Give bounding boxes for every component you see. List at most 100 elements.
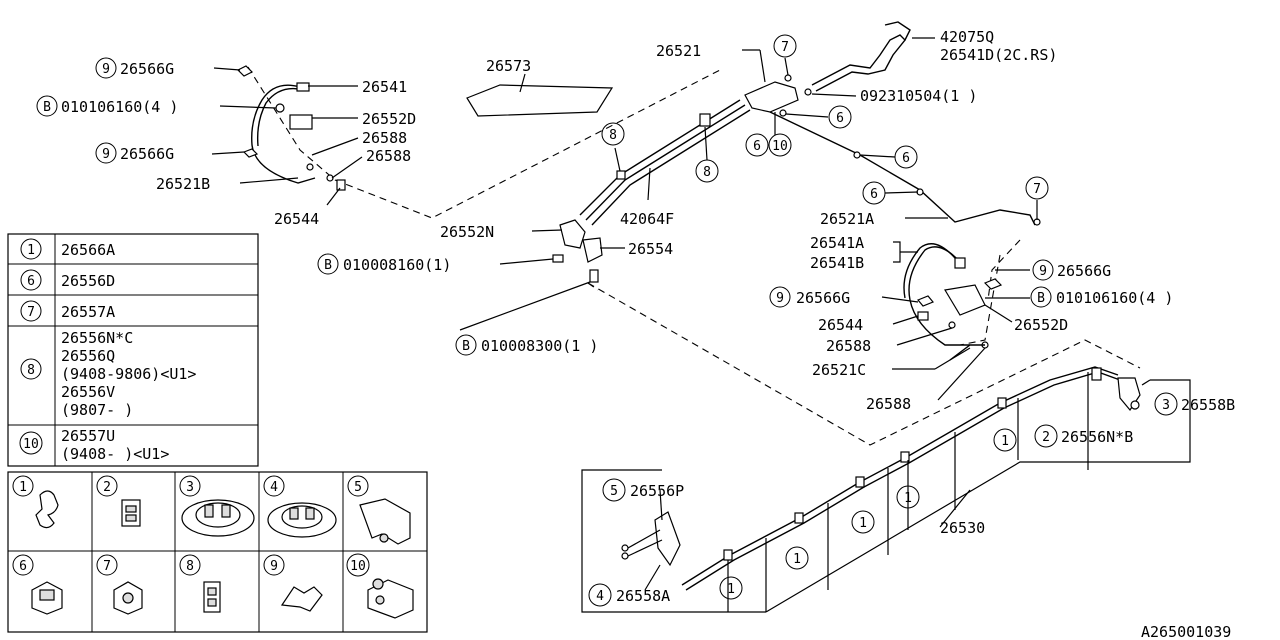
svg-text:4: 4 <box>596 589 604 604</box>
svg-text:4: 4 <box>270 480 278 495</box>
label-092310504: 092310504(1 ) <box>860 87 977 105</box>
label-26552N: 26552N <box>440 223 494 241</box>
svg-text:010106160(4 ): 010106160(4 ) <box>1056 289 1173 307</box>
callout-26566G-left-top: 9 26566G <box>95 57 174 79</box>
svg-text:6: 6 <box>27 274 35 289</box>
thumb-3: 3 <box>179 475 255 537</box>
svg-text:(9807- ): (9807- ) <box>61 401 133 419</box>
clip-1-b <box>794 512 804 524</box>
svg-text:26566G: 26566G <box>120 145 174 163</box>
callout-26566G-left-bottom: 9 26566G <box>95 142 174 164</box>
clip-1-d <box>900 451 910 463</box>
bracket-26552N <box>559 219 586 249</box>
junction-26521 <box>744 81 799 113</box>
label-26530: 26530 <box>940 519 985 537</box>
bleeder-26544-right <box>917 311 929 321</box>
junction-bolt <box>804 88 812 96</box>
callout-1-a: 1 <box>719 576 743 600</box>
callout-6-b: 6 <box>894 145 918 169</box>
thumb-8: 8 <box>179 554 221 613</box>
pipe-42064F-b <box>585 104 746 221</box>
callout-010106160-right: B 010106160(4 ) <box>1030 286 1173 308</box>
callout-010106160-left: B 010106160(4 ) <box>36 95 178 117</box>
left-group-outline <box>247 66 721 219</box>
label-26541A: 26541A <box>810 234 864 252</box>
label-26573: 26573 <box>486 57 531 75</box>
fitting-lower-a <box>621 544 629 552</box>
right-group-outline-2 <box>987 239 1021 301</box>
svg-text:B: B <box>462 339 470 354</box>
label-26541D: 26541D(2C.RS) <box>940 46 1057 64</box>
hose-42075Q-end <box>884 21 911 41</box>
svg-text:8: 8 <box>703 165 711 180</box>
fitting-lower-b <box>621 552 629 560</box>
svg-text:010106160(4 ): 010106160(4 ) <box>61 98 178 116</box>
callout-6-c: 6 <box>862 181 886 205</box>
svg-text:7: 7 <box>781 40 789 55</box>
clip-8-upper <box>699 113 711 127</box>
pipe-to-bracket <box>627 529 661 549</box>
thumb-1: 1 <box>12 475 59 529</box>
label-26521C: 26521C <box>812 361 866 379</box>
svg-text:010008160(1): 010008160(1) <box>343 256 451 274</box>
svg-text:26566G: 26566G <box>120 60 174 78</box>
bracket-26558A <box>654 511 681 567</box>
svg-text:10: 10 <box>23 437 39 452</box>
svg-text:3: 3 <box>1162 398 1170 413</box>
pipe-26530-a <box>681 366 1119 586</box>
label-42075Q: 42075Q <box>940 28 994 46</box>
clip-9-left-top <box>236 65 254 77</box>
label-26544-left: 26544 <box>274 210 319 228</box>
svg-text:(9408-9806)<U1>: (9408-9806)<U1> <box>61 365 196 383</box>
thumb-7: 7 <box>96 554 143 615</box>
svg-text:9: 9 <box>270 559 278 574</box>
clip-7-top <box>784 74 792 82</box>
clip-9-right-a <box>983 278 1003 290</box>
thumb-6: 6 <box>12 554 63 615</box>
clip-9-right-b <box>917 295 934 307</box>
svg-text:B: B <box>1037 291 1045 306</box>
hose-end-upper <box>296 82 310 92</box>
svg-text:6: 6 <box>870 187 878 202</box>
callout-7-top: 7 <box>773 34 797 58</box>
hose-26541 <box>251 84 316 184</box>
svg-text:2: 2 <box>103 480 111 495</box>
svg-text:6: 6 <box>836 111 844 126</box>
callout-26558B: 3 26558B <box>1154 392 1235 416</box>
callout-6-10: 6 10 <box>745 133 792 157</box>
bracket-leader-dash <box>587 282 599 291</box>
svg-text:2: 2 <box>1042 430 1050 445</box>
legend-row-7: 7 26557A <box>20 300 115 322</box>
svg-text:1: 1 <box>793 552 801 567</box>
svg-text:26556V: 26556V <box>61 383 115 401</box>
pipe-26521A <box>769 111 1036 226</box>
frame-26530 <box>765 379 1191 613</box>
callout-1-b: 1 <box>785 546 809 570</box>
callout-1-c: 1 <box>851 510 875 534</box>
callout-26556P: 5 26556P <box>602 478 684 502</box>
thumb-9: 9 <box>263 554 323 612</box>
svg-text:26566G: 26566G <box>796 289 850 307</box>
label-26588-left-b: 26588 <box>366 147 411 165</box>
svg-text:7: 7 <box>103 559 111 574</box>
hose-end-right <box>954 257 966 269</box>
connector-26558B-nut <box>1130 400 1140 410</box>
svg-text:26556Q: 26556Q <box>61 347 115 365</box>
fitting-26588-right <box>948 321 956 329</box>
svg-text:1: 1 <box>27 243 35 258</box>
diagram-code: A265001039 <box>1141 623 1231 640</box>
svg-text:7: 7 <box>1033 182 1041 197</box>
bolt-010008300 <box>589 269 599 283</box>
label-26541B: 26541B <box>810 254 864 272</box>
clip-6-a <box>779 109 787 117</box>
svg-text:010008300(1 ): 010008300(1 ) <box>481 337 598 355</box>
svg-text:10: 10 <box>772 139 788 154</box>
svg-text:26558B: 26558B <box>1181 396 1235 414</box>
callout-7-right: 7 <box>1025 176 1049 200</box>
label-26552D-right: 26552D <box>1014 316 1068 334</box>
svg-text:26556D: 26556D <box>61 272 115 290</box>
leader-lines <box>211 37 1151 591</box>
clip-6-b <box>853 151 861 159</box>
callout-26556NB: 2 26556N*B <box>1034 424 1133 448</box>
pipe-26521C <box>949 344 985 361</box>
